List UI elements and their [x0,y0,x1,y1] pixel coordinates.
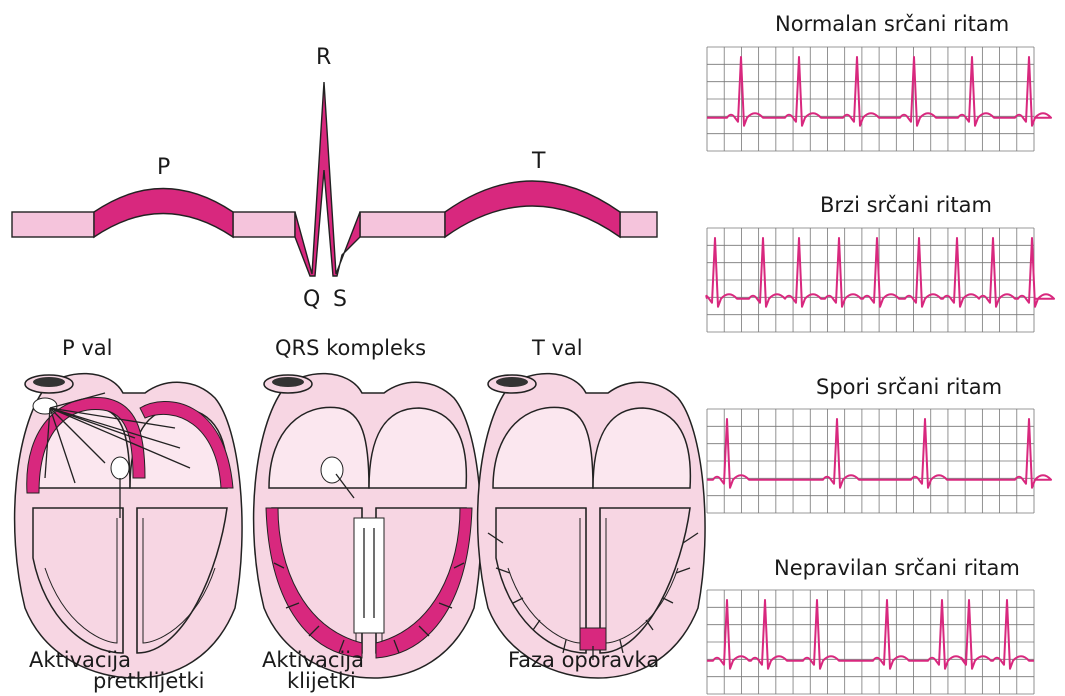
ecg-trace [707,600,1034,669]
